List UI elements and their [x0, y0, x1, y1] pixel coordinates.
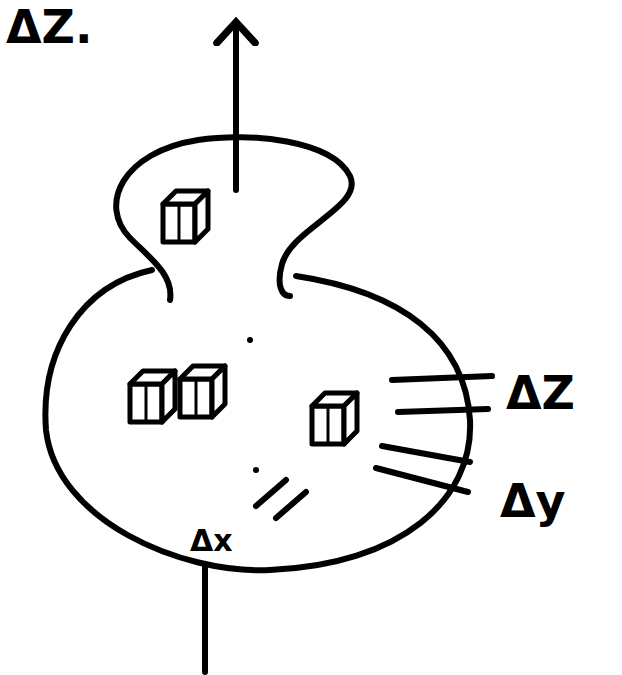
dimension-label: ΔZ.: [6, 4, 92, 50]
leader-line: [276, 492, 306, 518]
inflow-line: [202, 566, 208, 672]
outflow-arrow: [233, 22, 239, 190]
dimension-label: Δy: [500, 478, 566, 524]
leader-line: [392, 376, 492, 380]
cube: [180, 366, 225, 417]
leader-line: [398, 409, 488, 412]
leader-line: [382, 446, 470, 462]
leader-line: [256, 480, 286, 506]
cube: [130, 371, 175, 422]
cube: [163, 191, 208, 242]
leader-line: [376, 468, 468, 492]
dimension-label: ΔZ: [506, 370, 575, 416]
dimension-label: Δx: [190, 526, 233, 556]
dot: [247, 337, 253, 343]
dot: [253, 467, 259, 473]
cube: [312, 393, 357, 444]
flask-body: [45, 270, 470, 570]
